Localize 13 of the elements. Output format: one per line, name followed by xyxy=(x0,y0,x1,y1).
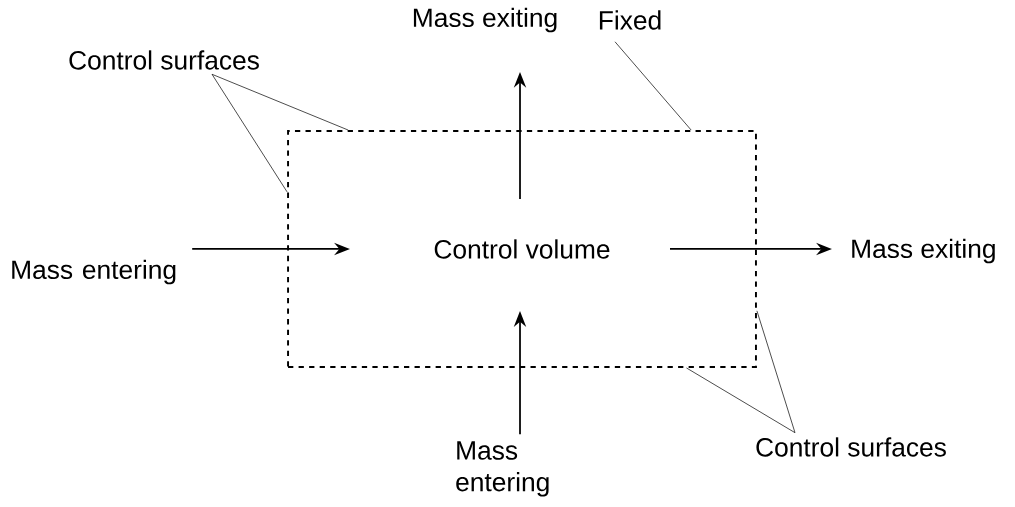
leader-line xyxy=(614,41,692,131)
flow-label: Mass exiting xyxy=(413,7,557,33)
flow-label: Mass exiting xyxy=(852,238,995,264)
leader-line xyxy=(211,73,349,131)
control-volume-boundary: Control volume xyxy=(287,130,757,368)
flow-label: Mass entering xyxy=(456,441,549,497)
callout-label: Control surfaces xyxy=(69,50,259,70)
callout-label: Control surfaces xyxy=(756,437,946,457)
callout-label: Fixed xyxy=(599,10,661,30)
leader-line xyxy=(756,310,796,434)
flow-label: Mass entering xyxy=(12,259,176,285)
leader-line xyxy=(211,73,288,193)
leader-line xyxy=(686,367,796,434)
